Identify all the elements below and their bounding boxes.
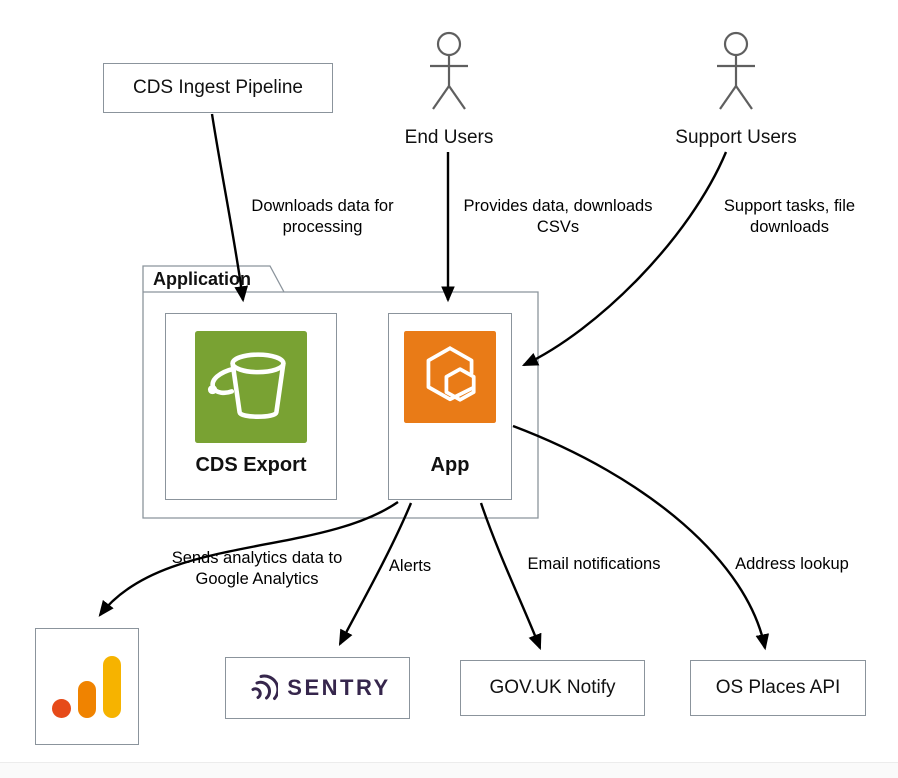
aws-ecs-container-icon <box>404 331 496 423</box>
actor-label-support-users: Support Users <box>675 127 797 148</box>
actor-label-end-users: End Users <box>404 127 494 148</box>
edge-label-support-tasks: Support tasks, file downloads <box>723 197 856 237</box>
node-cds-export: CDS Export <box>165 313 337 500</box>
node-google-analytics <box>35 628 139 745</box>
edge-label-provides-data: Provides data, downloads CSVs <box>463 197 653 237</box>
end-users-actor-icon <box>430 31 468 110</box>
node-os-places-api: OS Places API <box>690 660 866 716</box>
application-group-outline <box>142 265 539 519</box>
node-label: CDS Ingest Pipeline <box>132 77 304 98</box>
edge-label-email-notifications: Email notifications <box>527 555 661 573</box>
sentry-wordmark: SENTRY <box>287 675 391 700</box>
edge-support-users-to-app <box>521 151 728 367</box>
sentry-logo-icon <box>251 674 279 700</box>
edge-app-to-os-places-api <box>512 424 770 651</box>
window-bottom-edge <box>0 762 898 778</box>
edge-label-alerts: Alerts <box>388 557 432 575</box>
node-sentry: SENTRY <box>225 657 410 719</box>
support-users-actor-icon <box>717 31 755 110</box>
edge-app-to-govuk-notify <box>479 502 542 651</box>
edge-app-to-sentry <box>338 502 413 647</box>
google-analytics-logo <box>52 655 121 718</box>
edge-app-to-google-analytics <box>98 501 399 617</box>
node-cds-ingest-pipeline: CDS Ingest Pipeline <box>103 63 333 113</box>
node-label: CDS Export <box>195 454 307 476</box>
node-label: OS Places API <box>715 677 841 698</box>
node-label: GOV.UK Notify <box>489 677 616 698</box>
node-app: App <box>388 313 512 500</box>
edge-cds-ingest-to-cds-export <box>210 113 249 303</box>
node-govuk-notify: GOV.UK Notify <box>460 660 645 716</box>
edge-label-downloads-data: Downloads data for processing <box>251 197 394 237</box>
application-group-label: Application <box>153 269 251 289</box>
edge-label-address-lookup: Address lookup <box>735 555 849 573</box>
aws-s3-bucket-icon <box>195 331 307 443</box>
node-label: App <box>430 454 470 476</box>
edge-label-sends-analytics: Sends analytics data to Google Analytics <box>171 549 343 589</box>
